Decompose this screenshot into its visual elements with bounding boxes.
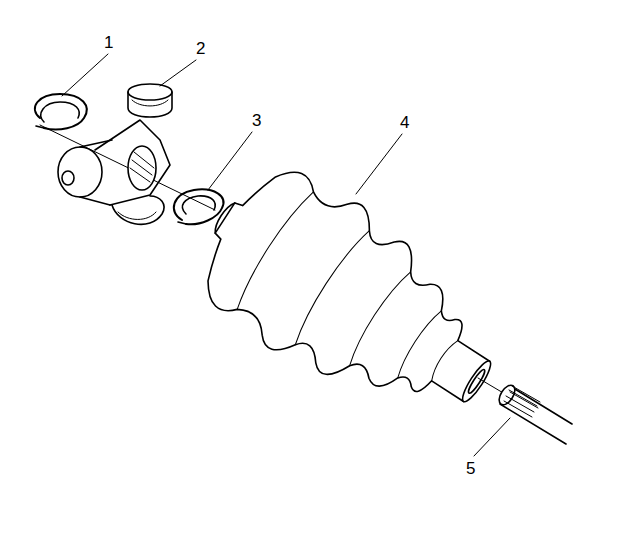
- callout-number: 4: [400, 114, 409, 131]
- axle-shaft: [478, 378, 572, 444]
- retaining-ring: [174, 189, 224, 224]
- callout-number: 2: [196, 40, 205, 57]
- callout-number: 5: [466, 460, 475, 477]
- boot: [175, 144, 528, 456]
- spider-assembly: [58, 84, 172, 224]
- axis-line: [40, 125, 215, 210]
- leader-line: [62, 54, 510, 456]
- callout-number: 3: [252, 112, 261, 129]
- retaining-ring: [35, 94, 87, 130]
- callout-number: 1: [104, 34, 113, 51]
